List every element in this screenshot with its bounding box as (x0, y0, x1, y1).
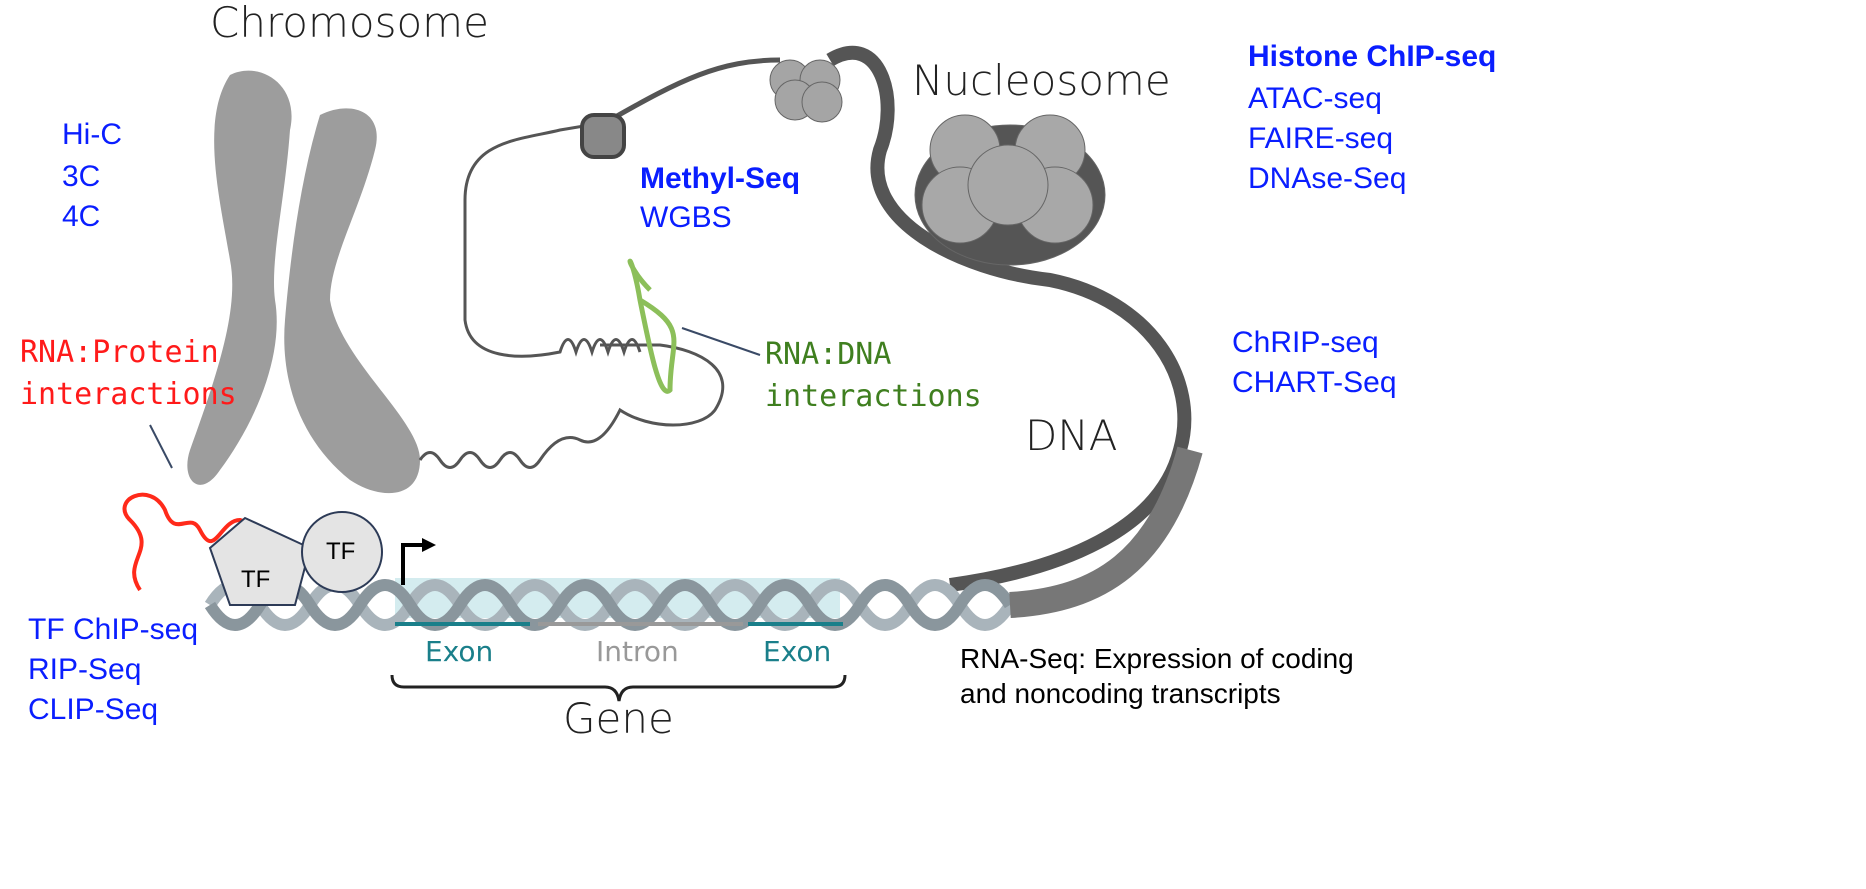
rna-protein-label-1: RNA:Protein (20, 335, 219, 370)
tf-label-2: TF (326, 538, 356, 565)
method-atac-seq: ATAC-seq (1248, 82, 1382, 115)
method-4c: 4C (62, 200, 101, 233)
method-tf-chip-seq: TF ChIP-seq (28, 613, 199, 646)
chromosome-label: Chromosome (210, 0, 489, 47)
dna-helix-strand-b (204, 579, 1016, 631)
exon-bar-2 (748, 622, 843, 626)
rna-dna-arrow (681, 327, 761, 356)
intron-label: Intron (596, 635, 679, 668)
method-wgbs: WGBS (640, 201, 732, 234)
method-chart-seq: CHART-Seq (1232, 366, 1397, 399)
method-clip-seq: CLIP-Seq (28, 693, 159, 726)
rna-protein-label-2: interactions (20, 377, 237, 412)
method-rip-seq: RIP-Seq (28, 653, 142, 686)
intron-bar (538, 622, 743, 626)
tf-circle (301, 511, 383, 593)
rna-protein-arrow (149, 424, 173, 469)
nucleosome-small (580, 113, 626, 159)
nucleosome-label: Nucleosome (912, 56, 1171, 105)
coil-fiber (463, 123, 642, 358)
method-chrip-seq: ChRIP-seq (1232, 326, 1379, 359)
method-histone-chip-seq: Histone ChIP-seq (1248, 40, 1497, 73)
rna-hairpin (627, 258, 677, 394)
method-hi-c: Hi-C (62, 118, 122, 151)
dna-label: DNA (1025, 411, 1118, 460)
gene-brace (390, 674, 847, 702)
method-methyl-seq: Methyl-Seq (640, 162, 801, 195)
nucleosome-medium (769, 59, 843, 123)
exon-label-1: Exon (425, 635, 494, 668)
tss-arrow-icon (401, 543, 425, 585)
rna-seq-line-1: RNA-Seq: Expression of coding (960, 643, 1354, 674)
tf-pentagon (208, 516, 312, 606)
exon-bar-1 (395, 622, 530, 626)
rna-dna-label-1: RNA:DNA (765, 337, 892, 372)
rna-seq-line-2: and noncoding transcripts (960, 678, 1281, 709)
chromosome-shape (187, 70, 420, 494)
rna-protein-squiggle (122, 492, 256, 592)
gene-label: Gene (563, 694, 674, 743)
exon-label-2: Exon (763, 635, 832, 668)
chromatin-fiber (418, 343, 725, 469)
rna-dna-label-2: interactions (765, 379, 982, 414)
method-dnase-seq: DNAse-Seq (1248, 162, 1407, 195)
method-3c: 3C (62, 160, 101, 193)
tf-label-1: TF (241, 566, 271, 593)
method-faire-seq: FAIRE-seq (1248, 122, 1394, 155)
nucleosome-large (914, 114, 1106, 266)
